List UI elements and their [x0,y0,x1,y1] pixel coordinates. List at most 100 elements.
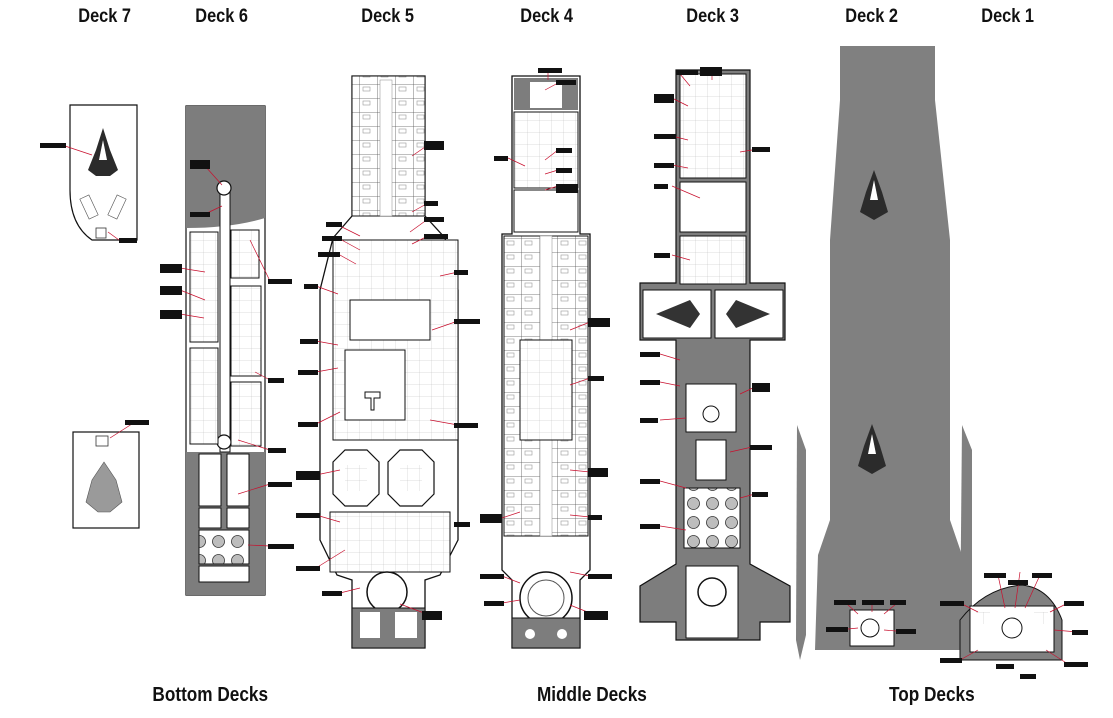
deck-2-plan [796,46,972,660]
middle-decks-title: Middle Decks [536,684,647,706]
callout-tag [268,448,286,453]
callout-tag [890,600,906,605]
deck-6-void-upper [186,106,265,228]
callout-tag [640,524,660,529]
bottom-decks-title: Bottom Decks [152,684,269,706]
callout-tag [752,383,770,392]
callout-tag [318,252,340,257]
callout-tag [480,514,502,523]
deck-4-title: Deck 4 [520,6,573,27]
callout-tag [268,544,294,549]
callout-tag [125,420,149,425]
deck-5-title: Deck 5 [361,6,414,27]
callout-tag [588,318,610,327]
callout-tag [940,601,964,606]
callout-tag [556,184,578,193]
callout-tag [296,471,320,480]
callout-tag [119,238,137,243]
callout-tag [300,339,318,344]
callout-tag [588,515,602,520]
deck-5-plan [319,75,459,649]
callout-tag [268,378,284,383]
callout-tag [700,67,722,76]
callout-tag [424,217,444,222]
callout-tag [160,264,182,273]
callout-tag [654,253,670,258]
deck-5-octagon-rooms [332,449,435,507]
callout-tag [190,160,210,169]
callout-tag [268,482,292,487]
callout-tag [654,163,674,168]
callout-tag [996,664,1014,669]
callout-tag [640,380,660,385]
callout-tag [296,513,320,518]
callout-tag [640,479,660,484]
callout-tag [40,143,66,148]
callout-tag [494,156,508,161]
callout-tag [1008,580,1028,585]
deck-5-round-chamber [366,571,408,613]
deck-2-title: Deck 2 [845,6,898,27]
deck-4-plan [501,75,591,649]
callout-tag [588,376,604,381]
callout-tag [896,629,916,634]
callout-tag [190,212,210,217]
callout-tag [298,422,318,427]
callout-tag [424,201,438,206]
callout-tag [484,601,504,606]
callout-tag [750,445,772,450]
callout-tag [160,310,182,319]
callout-tag [1064,601,1084,606]
deck-7-title: Deck 7 [78,6,131,27]
shuttle-icon [860,170,888,220]
deck-6-plan [185,105,266,596]
callout-tag [454,270,468,275]
callout-tag [454,319,480,324]
callout-tag [326,222,342,227]
callout-tag [588,574,612,579]
callout-tag [584,611,608,620]
top-decks-title: Top Decks [888,684,975,706]
deck-3-plan [639,69,791,641]
callout-tag [654,184,668,189]
callout-tag [556,148,572,153]
callout-tag [654,134,676,139]
callout-tag [538,68,562,73]
callout-tag [676,70,698,75]
callout-tag [296,566,320,571]
callout-tag [268,279,292,284]
callout-tag [654,94,674,103]
callout-tag [834,600,856,605]
callout-tag [640,418,658,423]
callout-tag [454,423,478,428]
callout-tag [480,574,504,579]
callout-tag [422,611,442,620]
callout-tag [424,141,444,150]
callout-tag [752,492,768,497]
callout-tag [322,236,342,241]
deck-3-title: Deck 3 [686,6,739,27]
deck-1-plan [959,584,1063,661]
callout-tag [1020,674,1036,679]
deck-7-plan [69,104,140,529]
callout-leaders [61,71,1079,665]
callout-tag [304,284,318,289]
callout-tag [556,80,576,85]
callout-tag [984,573,1006,578]
callout-tag [588,468,608,477]
shuttle-icon [85,461,123,513]
callout-tag [322,591,342,596]
callout-tag [1032,573,1052,578]
callout-tag [454,522,470,527]
callout-tag [1064,662,1088,667]
callout-tag [826,627,848,632]
shuttle-icon [88,128,118,176]
callout-tag [862,600,884,605]
callout-tag [940,658,962,663]
shuttle-icon [858,424,886,474]
deck-6-corridor [219,185,231,453]
deck-1-title: Deck 1 [981,6,1034,27]
callout-tag [160,286,182,295]
callout-tag [298,370,318,375]
